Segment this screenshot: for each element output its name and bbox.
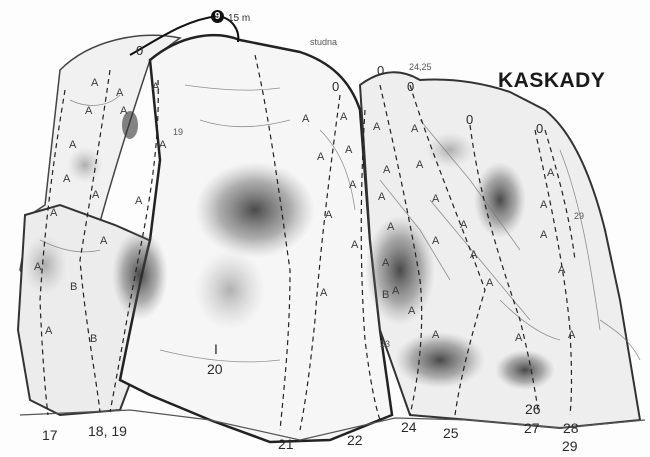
route-grade-label: A	[416, 160, 423, 171]
route-grade-label: A	[351, 240, 358, 251]
route-grade-label: A	[116, 88, 123, 99]
topo-title: KASKADY	[498, 70, 605, 91]
shade-right-lower	[395, 332, 485, 388]
anchor-label: 24,25	[409, 63, 432, 72]
topo-title-text: KASKADY	[498, 69, 605, 92]
route-grade-label: A	[387, 222, 394, 233]
route-grade-label: A	[45, 326, 52, 337]
route-grade-label: A	[320, 288, 327, 299]
route-grade-label: A	[392, 286, 399, 297]
route-grade-label: A	[460, 220, 467, 231]
summit-marker: 9	[211, 10, 224, 23]
route-grade-label: A	[91, 78, 98, 89]
anchor-label: 0	[332, 80, 339, 93]
route-grade-label: A	[382, 258, 389, 269]
route-grade-label: A	[558, 265, 565, 276]
route-grade-label: A	[302, 114, 309, 125]
base-route-number: 26	[525, 402, 541, 416]
shade-right-upper	[474, 162, 526, 238]
anchor-label: 0	[136, 44, 143, 57]
route-grade-label: A	[69, 140, 76, 151]
shade-central-lower	[195, 250, 265, 330]
shade-right-mid	[365, 215, 435, 325]
anchor-label: 0	[377, 64, 384, 77]
base-route-number: 22	[347, 433, 363, 447]
route-grade-label: A	[345, 145, 352, 156]
base-route-number: 28	[563, 421, 579, 435]
route-grade-label: A	[349, 180, 356, 191]
face-marker: I	[214, 342, 218, 356]
route-grade-label: A	[85, 106, 92, 117]
base-route-number: 27	[524, 421, 540, 435]
route-grade-label: A	[411, 124, 418, 135]
route-grade-label: A	[432, 236, 439, 247]
base-route-number: 18, 19	[88, 424, 127, 438]
route-grade-label: A	[540, 230, 547, 241]
anchor-label: 0	[536, 122, 543, 135]
route-grade-label: A	[432, 330, 439, 341]
route-grade-label: A	[568, 330, 575, 341]
base-route-number: 21	[278, 437, 294, 451]
route-grade-label: A	[432, 194, 439, 205]
route-grade-label: A	[383, 165, 390, 176]
route-grade-label: A	[120, 106, 127, 117]
route-grade-label: A	[50, 208, 57, 219]
base-route-number: 17	[42, 428, 58, 442]
route-grade-label: A	[159, 140, 166, 151]
route-grade-label: A	[92, 190, 99, 201]
base-route-number: 25	[443, 426, 459, 440]
route-grade-label: B	[70, 282, 77, 293]
shade-central-upper	[195, 162, 315, 258]
anchor-label: 0	[466, 113, 473, 126]
anchor-label: 0	[407, 80, 414, 93]
face-number: 20	[207, 362, 223, 376]
route-grade-label: A	[378, 192, 385, 203]
route-grade-label: A	[408, 306, 415, 317]
route-grade-label: A	[373, 122, 380, 133]
route-grade-label: A	[547, 168, 554, 179]
route-grade-label: A	[34, 262, 41, 273]
base-route-number: 29	[562, 439, 578, 453]
route-grade-label: A	[325, 210, 332, 221]
route-grade-label: A	[486, 278, 493, 289]
route-grade-label: A	[100, 236, 107, 247]
shade-right-top	[426, 132, 474, 168]
route-grade-label: A	[317, 152, 324, 163]
route-grade-label: A	[63, 174, 70, 185]
inline-route-number: 23	[380, 340, 390, 349]
shade-right-base	[495, 350, 555, 390]
route-grade-label: A	[152, 82, 159, 93]
summit-height-label: 15 m	[228, 14, 250, 24]
route-grade-label: A	[470, 250, 477, 261]
base-route-number: 24	[401, 420, 417, 434]
feature-label-studna: studna	[310, 38, 337, 47]
route-grade-label: A	[340, 112, 347, 123]
route-grade-label: A	[135, 196, 142, 207]
route-grade-label: A	[540, 200, 547, 211]
route-grade-label: B	[90, 334, 97, 345]
route-grade-label: B	[382, 290, 389, 301]
inline-route-number: 29	[574, 212, 584, 221]
shade-central-left	[112, 230, 168, 320]
route-grade-label: A	[515, 333, 522, 344]
inline-route-number: 19	[173, 128, 183, 137]
